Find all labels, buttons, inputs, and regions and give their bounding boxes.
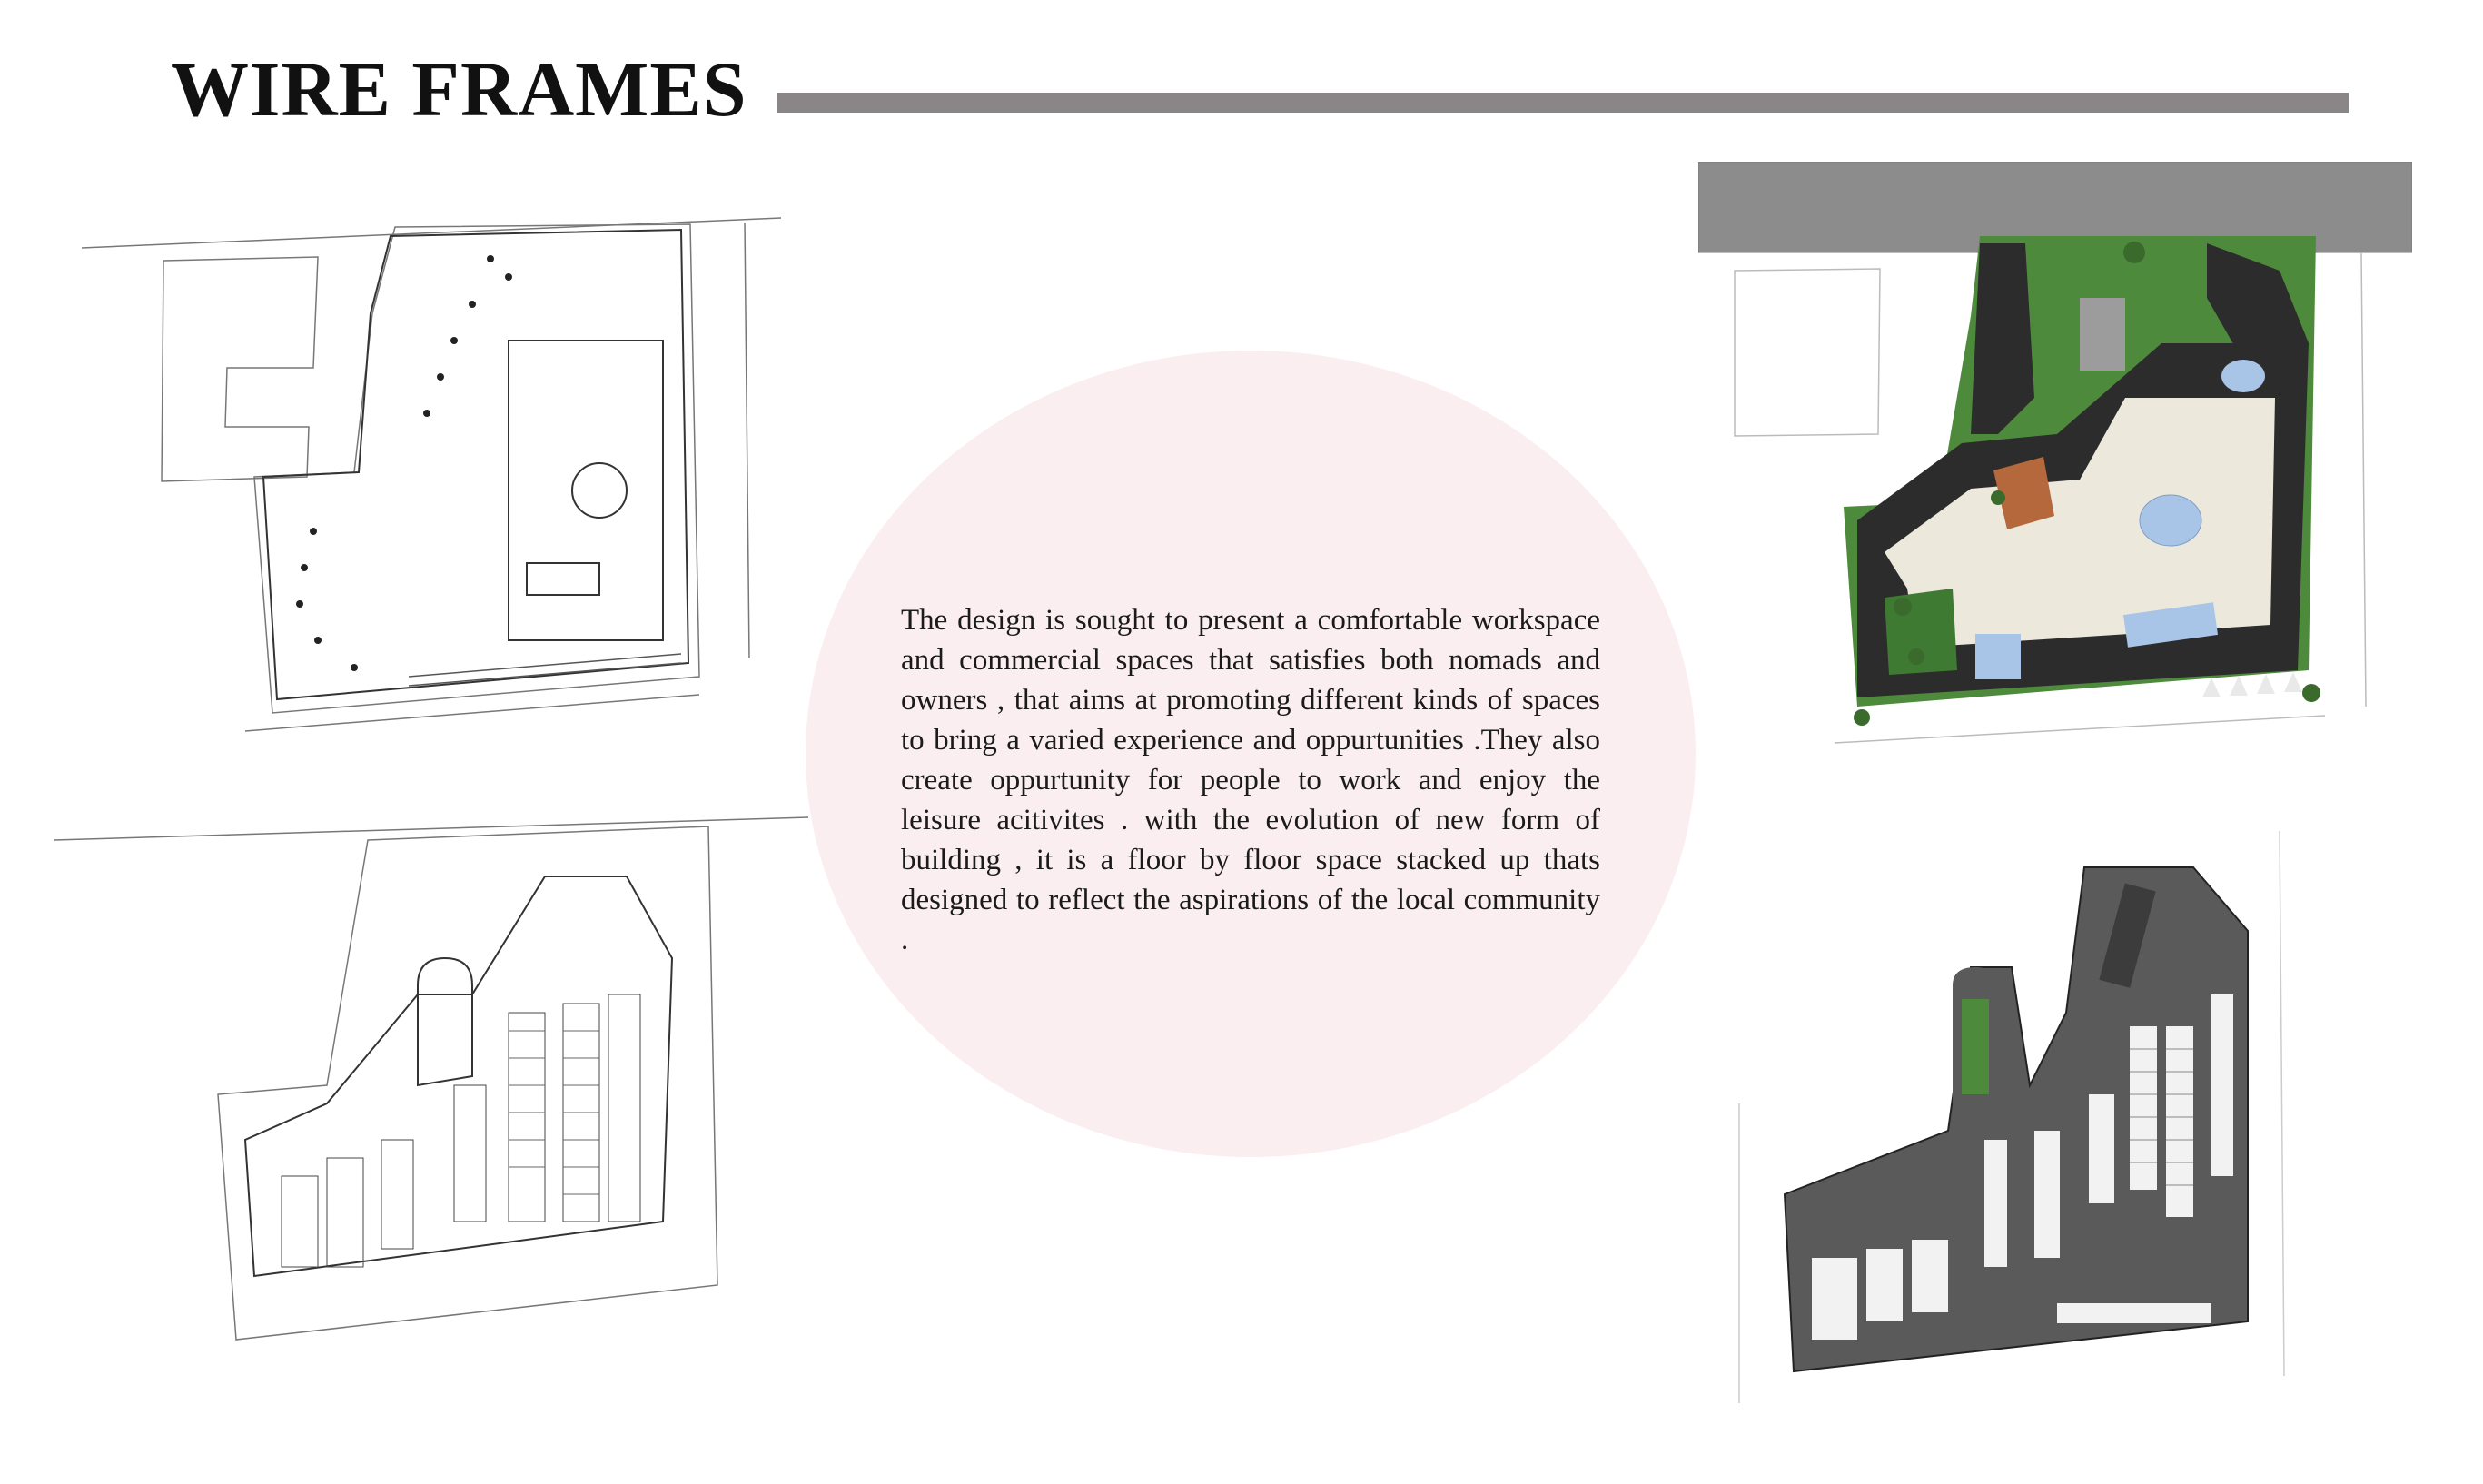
basement-parking-wireframe bbox=[54, 816, 809, 1341]
page-title: WIRE FRAMES bbox=[171, 45, 747, 133]
design-description: The design is sought to present a comfor… bbox=[901, 604, 1600, 956]
basement-parking-rendered bbox=[1738, 831, 2285, 1403]
description-oval bbox=[806, 351, 1696, 1157]
site-plan-rendered bbox=[1698, 162, 2412, 744]
title-underline-bar bbox=[777, 93, 2349, 113]
site-plan-wireframe bbox=[82, 217, 782, 732]
